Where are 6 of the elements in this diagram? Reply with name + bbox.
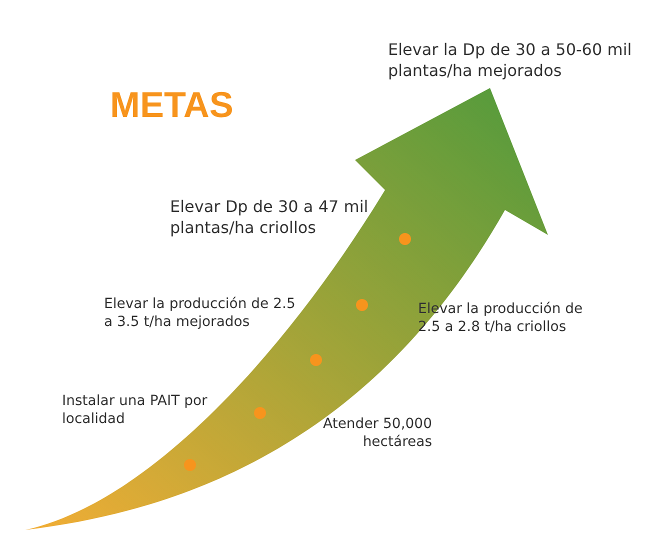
goal-text: Atender 50,000 hectáreas [322,415,432,452]
goal-text: Elevar la Dp de 30 a 50-60 mil plantas/ha mejorados [388,40,633,82]
goal-text: Instalar una PAIT por localidad [62,392,208,428]
title: METAS [110,84,234,126]
goal-text: Elevar la producción de 2.5 a 3.5 t/ha mejorados [104,295,296,332]
goal-text: Elevar Dp de 30 a 47 mil plantas/ha criollos [170,197,370,239]
